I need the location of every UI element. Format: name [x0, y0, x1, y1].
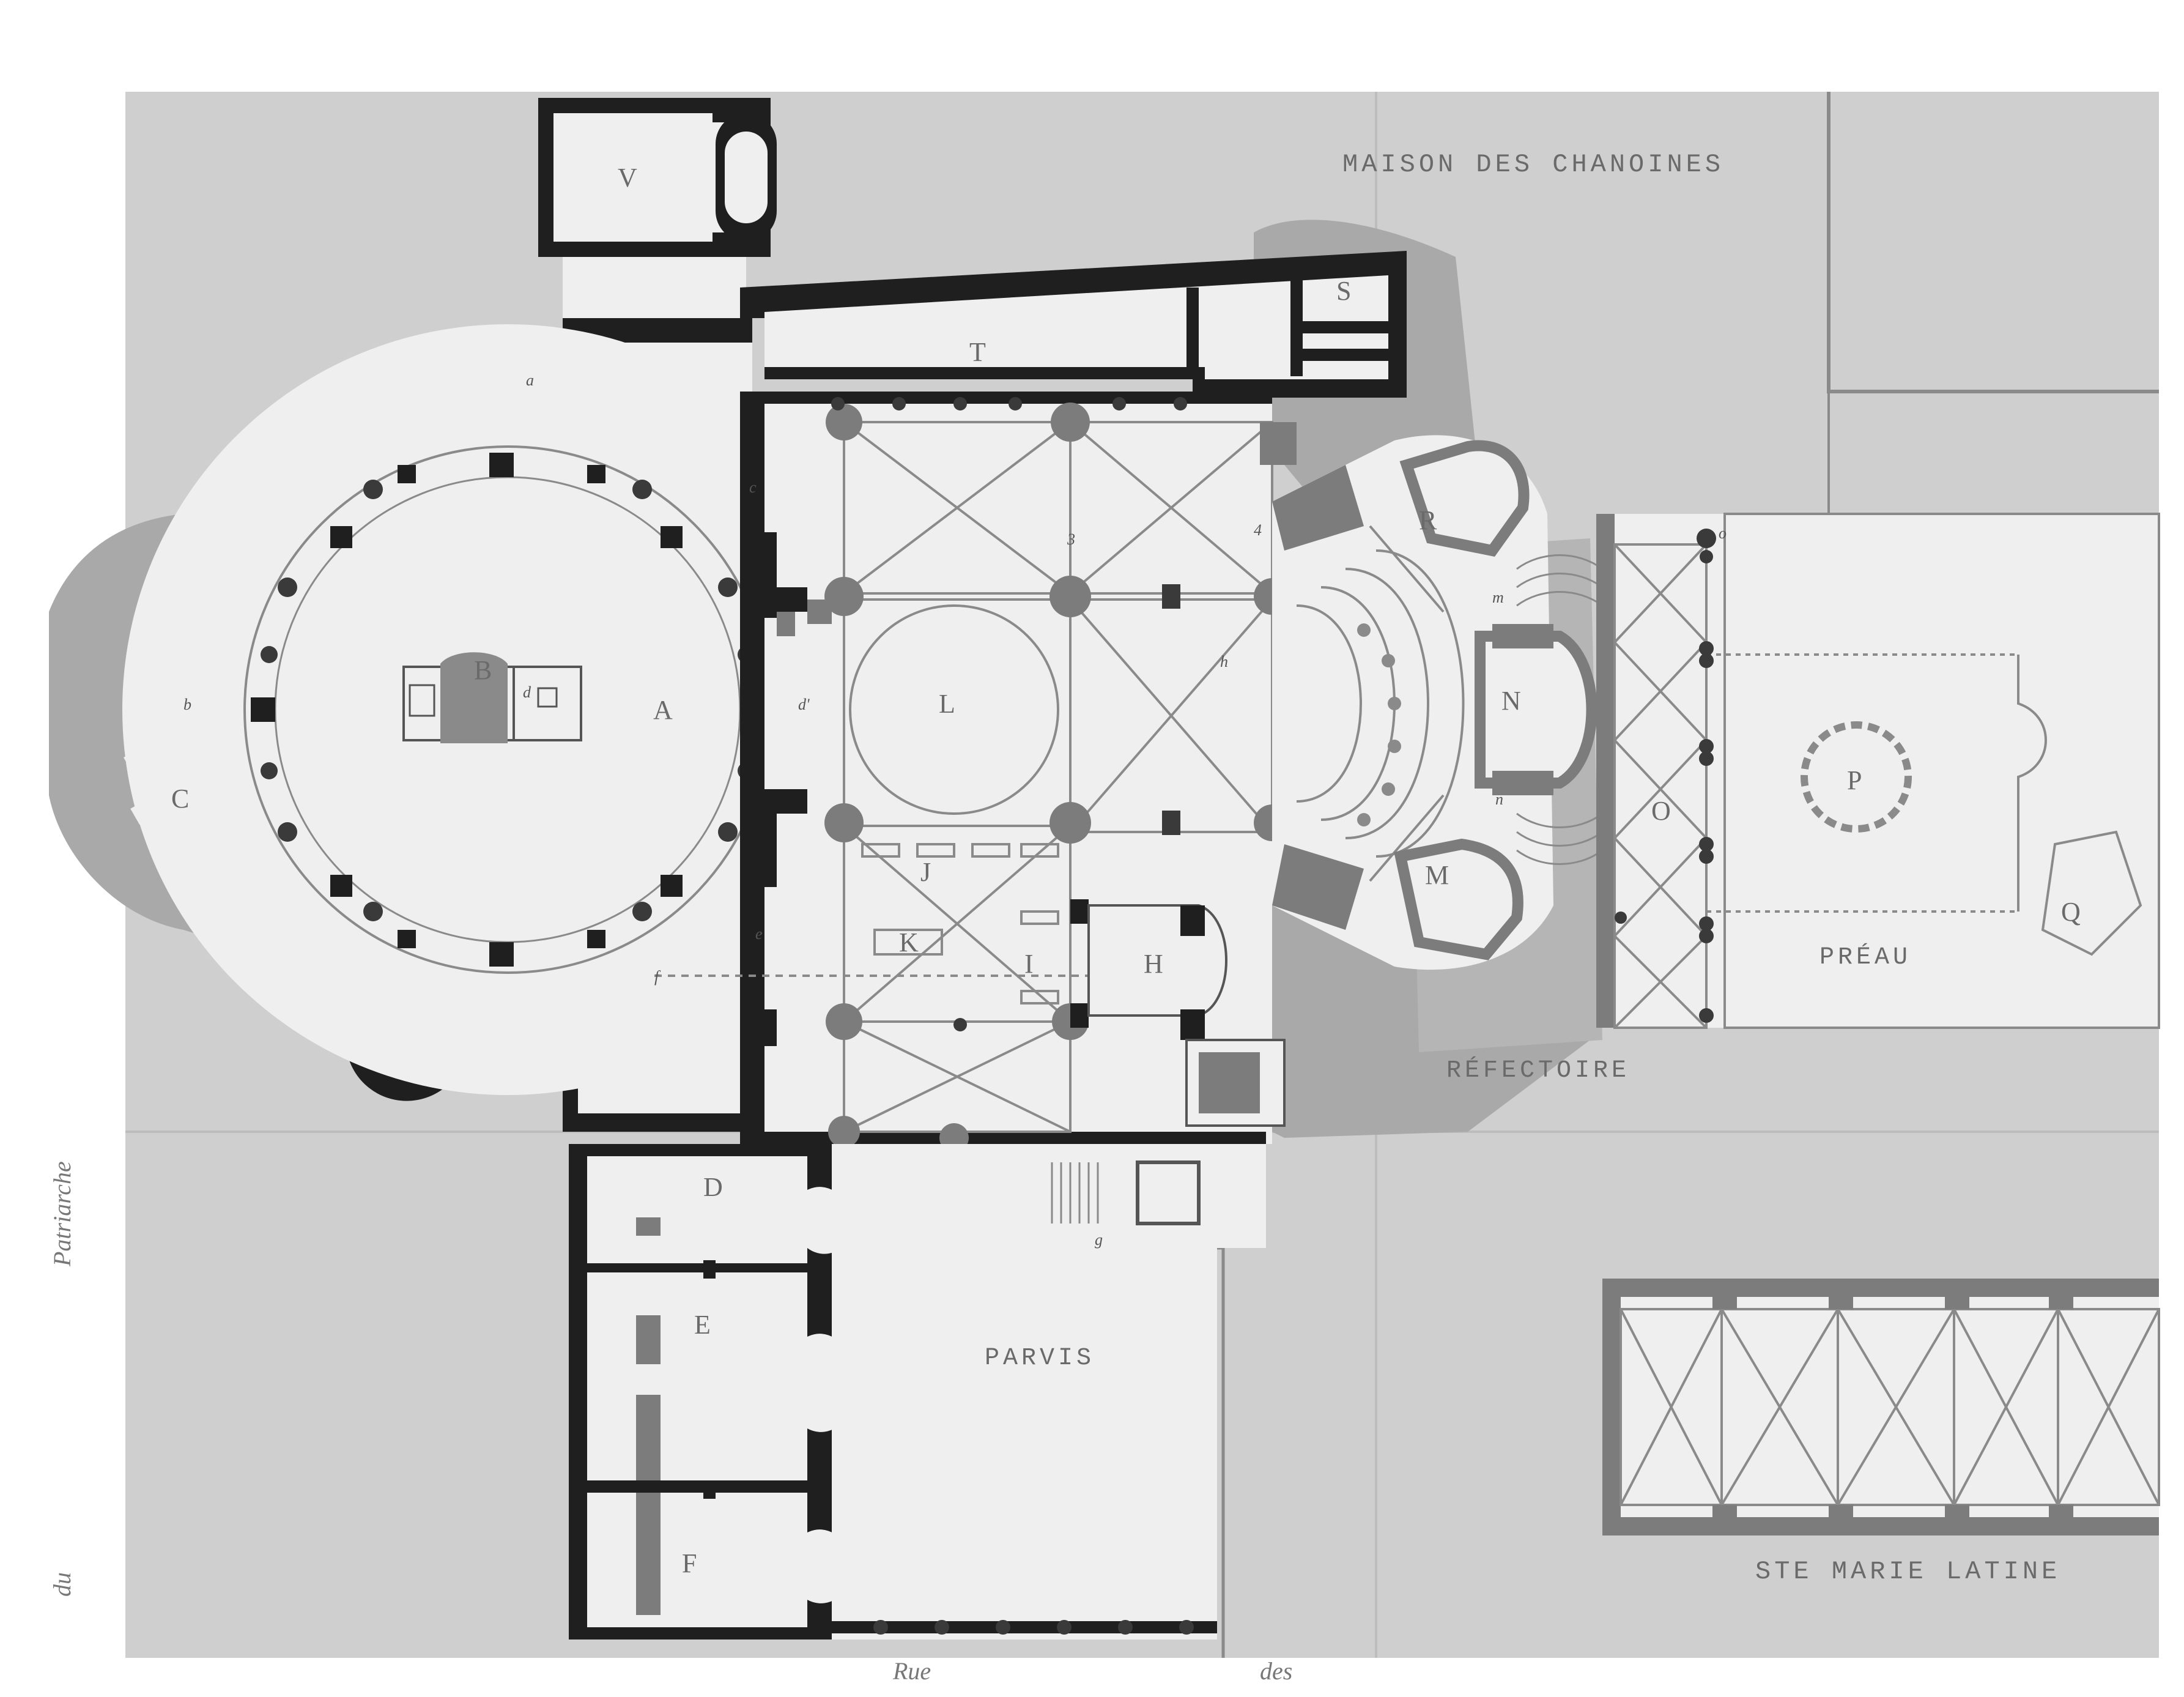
mark-d: d	[523, 683, 531, 701]
mark-g: g	[1095, 1231, 1103, 1249]
chapel-m	[1394, 838, 1523, 960]
room-b: B	[474, 655, 492, 685]
mark-n: n	[1495, 790, 1503, 808]
rotunda-anastasis	[122, 318, 893, 1132]
room-o: O	[1651, 796, 1671, 826]
room-i: I	[1024, 949, 1034, 979]
room-p: P	[1847, 765, 1862, 795]
mark-o: o	[1719, 524, 1727, 542]
room-k: K	[899, 927, 919, 957]
label-ste-marie-latine: STE MARIE LATINE	[1755, 1557, 2060, 1586]
room-t: T	[969, 337, 986, 367]
label-parvis: PARVIS	[985, 1345, 1095, 1372]
basilica	[654, 392, 1297, 1153]
room-m: M	[1425, 860, 1449, 890]
mark-e: e	[755, 925, 763, 943]
mark-b: b	[183, 696, 191, 713]
basilica-small-columns	[831, 397, 1187, 1031]
margin-du: du	[48, 1572, 76, 1597]
mark-d-prime: d'	[798, 696, 810, 713]
parvis	[820, 1144, 1266, 1639]
room-e: E	[694, 1310, 711, 1340]
margin-text: Patriarche du Rue des	[48, 1161, 1292, 1685]
cloister-walk	[1613, 513, 2160, 1029]
ste-marie-latine	[1602, 1279, 2160, 1535]
mark-m: m	[1492, 589, 1504, 606]
room-l: L	[939, 689, 955, 719]
chapel-n	[1475, 631, 1597, 789]
south-chapels	[569, 1144, 862, 1639]
small-marks: a b c d d' e f g h m n o 3 4	[183, 371, 1727, 1249]
mark-f: f	[654, 968, 661, 986]
area-labels: MAISON DES CHANOINES PARVIS PRÉAU RÉFECT…	[985, 150, 2060, 1586]
choir-columns	[1357, 623, 1401, 826]
mark-4: 4	[1254, 521, 1262, 539]
north-range	[740, 251, 1407, 398]
choir-apse	[1272, 435, 1603, 970]
margin-des: des	[1260, 1657, 1292, 1685]
room-v: V	[618, 163, 637, 193]
stairs	[1516, 554, 1603, 865]
label-maison-des-chanoines: MAISON DES CHANOINES	[1342, 150, 1724, 179]
cloister-columns	[1615, 529, 1716, 1023]
room-s-bays	[1290, 272, 1388, 376]
room-s: S	[1336, 276, 1351, 306]
rotunda-piers	[251, 453, 764, 967]
mark-a: a	[526, 371, 534, 389]
room-d: D	[703, 1172, 723, 1202]
room-q: Q	[2061, 897, 2081, 927]
room-h: H	[1144, 949, 1163, 979]
rotunda-columns	[261, 480, 755, 921]
fountain-p	[1801, 721, 1912, 833]
room-j: J	[920, 857, 931, 887]
label-refectoire: RÉFECTOIRE	[1446, 1056, 1630, 1085]
room-f: F	[682, 1548, 697, 1578]
ruin-c	[124, 748, 224, 856]
cloister	[1596, 513, 2160, 1029]
mark-3: 3	[1067, 530, 1075, 548]
room-r: R	[1419, 505, 1437, 535]
basilica-piers	[824, 403, 1297, 1153]
label-preau: PRÉAU	[1819, 943, 1911, 971]
chapel-v	[538, 98, 777, 318]
room-n: N	[1501, 686, 1521, 716]
mark-h: h	[1220, 653, 1228, 670]
edicule-tomb	[402, 652, 582, 743]
chapel-r	[1399, 440, 1530, 557]
margin-patriarche: Patriarche	[48, 1161, 76, 1267]
room-a: A	[653, 695, 673, 725]
mark-c: c	[749, 478, 757, 496]
room-letters: A B C D E F H I J K L M N O P Q R S T V	[171, 163, 2081, 1578]
parvis-stairs	[1051, 1162, 1099, 1224]
room-c: C	[171, 784, 189, 814]
margin-rue: Rue	[892, 1657, 931, 1685]
